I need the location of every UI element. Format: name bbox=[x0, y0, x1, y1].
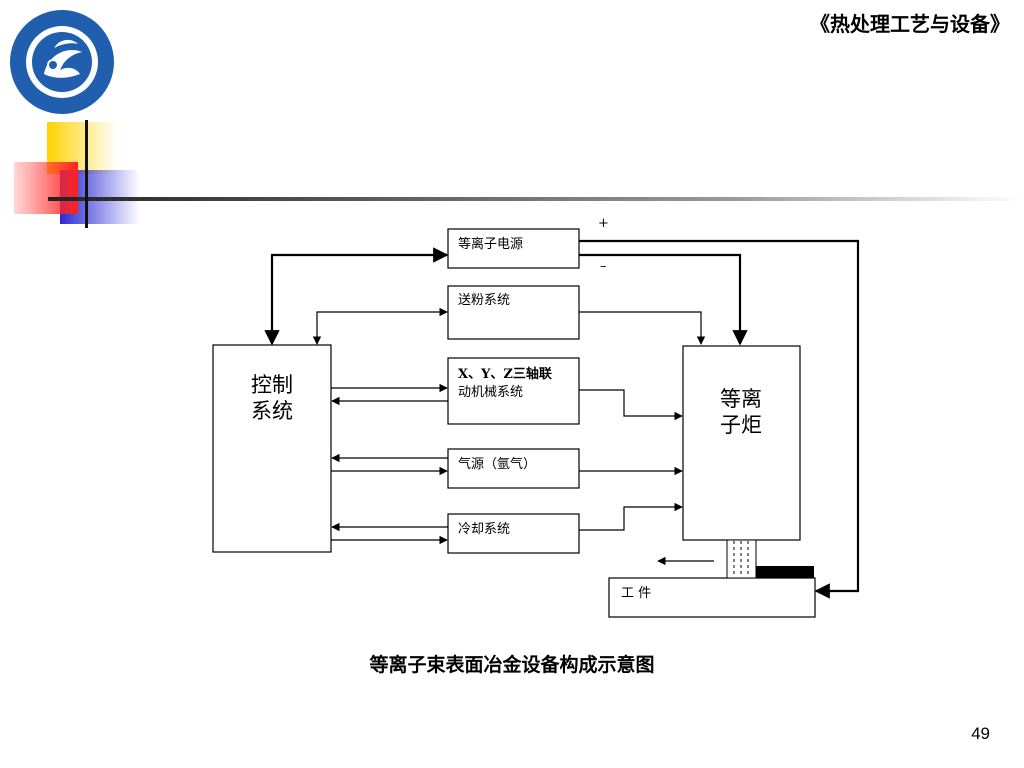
power-negative-line bbox=[579, 253, 748, 346]
powder-torch-line bbox=[579, 311, 706, 345]
plasma-torch-label-2: 子炬 bbox=[720, 413, 762, 437]
decorative-bars bbox=[14, 120, 1024, 228]
power-supply-label: 等离子电源 bbox=[458, 236, 523, 252]
course-title: 《热处理工艺与设备》 bbox=[810, 12, 1010, 36]
powder-feed-box bbox=[447, 285, 580, 340]
plus-label: + bbox=[598, 216, 609, 231]
workpiece-label: 工 件 bbox=[621, 586, 651, 601]
workpiece-box bbox=[608, 577, 816, 618]
cooling-system-box bbox=[447, 513, 580, 554]
cooling-torch-line bbox=[579, 502, 683, 531]
motion-system-label-1: X、Y、Z三轴联 bbox=[458, 366, 552, 382]
powder-feed-label: 送粉系统 bbox=[458, 293, 510, 308]
plasma-torch-box bbox=[682, 345, 801, 541]
power-positive-line bbox=[579, 239, 860, 599]
control-system-label-1: 控制 bbox=[251, 373, 293, 397]
control-power-link bbox=[264, 247, 449, 346]
gas-source-box bbox=[447, 448, 580, 489]
motion-system-box bbox=[447, 357, 580, 425]
minus-label: – bbox=[600, 259, 607, 274]
motion-system-label-2: 动机械系统 bbox=[458, 385, 523, 400]
gas-source-label: 气源（氩气） bbox=[458, 456, 536, 472]
control-powder-link bbox=[312, 307, 448, 345]
cooling-system-label: 冷却系统 bbox=[458, 522, 510, 537]
power-supply-box bbox=[447, 228, 580, 269]
figure-caption: 等离子束表面冶金设备构成示意图 bbox=[369, 654, 655, 676]
control-system-box bbox=[212, 344, 332, 553]
motion-torch-line bbox=[579, 389, 683, 421]
control-system-label-2: 系统 bbox=[251, 399, 293, 423]
plasma-torch-label-1: 等离 bbox=[720, 387, 762, 411]
university-logo bbox=[10, 10, 114, 114]
cladding-layer bbox=[756, 566, 814, 578]
page-number: 49 bbox=[971, 724, 990, 743]
